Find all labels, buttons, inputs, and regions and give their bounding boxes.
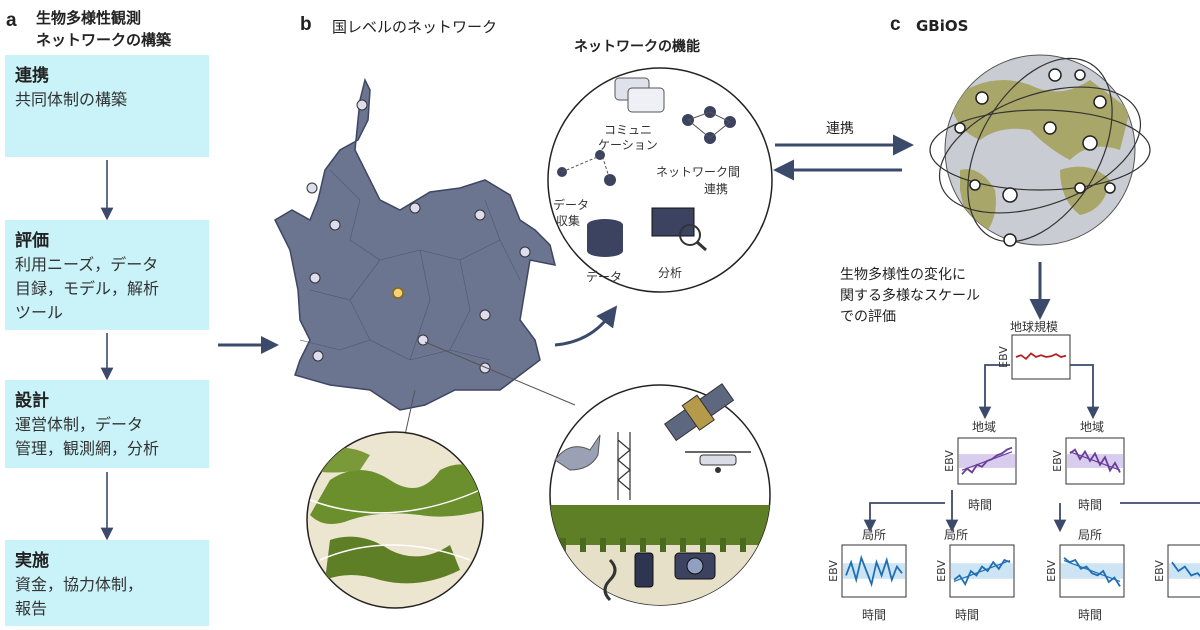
analysis-monitor-icon <box>651 207 707 252</box>
drone-icon <box>685 451 751 473</box>
step-box-collaboration: 連携 共同体制の構築 <box>5 55 209 157</box>
panel-b-letter: b <box>300 14 312 35</box>
panel-a-title-line1: 生物多様性観測 <box>36 9 142 27</box>
communication-label-line1: コミュニ <box>604 123 653 137</box>
desc-line: での評価 <box>840 309 896 325</box>
panel-a-title-line2: ネットワークの構築 <box>36 31 172 49</box>
landscape-circle <box>306 431 484 609</box>
province-borders <box>299 169 521 361</box>
speech-bubbles-icon <box>614 77 665 113</box>
step-body-line: 目録，モデル，解析 <box>15 279 160 298</box>
panel-a-arrows <box>100 160 279 541</box>
database-icon <box>587 219 623 257</box>
link-label: 連携 <box>826 121 854 137</box>
panel-c-letter: c <box>890 14 901 35</box>
dna-icon <box>603 558 617 602</box>
internetwork-label-line2: 連携 <box>704 182 729 196</box>
step-box-implementation: 実施 資金，協力体制， 報告 <box>5 540 209 626</box>
global-label: 地球規模 <box>1010 320 1059 334</box>
collection-label-line1: データ <box>553 198 590 212</box>
step-title: 評価 <box>15 231 49 251</box>
time-label: 時間 <box>862 608 887 622</box>
panel-b-title: 国レベルのネットワーク <box>332 18 498 36</box>
sensors-circle <box>549 383 771 606</box>
tower-icon <box>617 432 631 500</box>
desc-line: 生物多様性の変化に <box>840 267 966 283</box>
step-title: 設計 <box>15 391 49 411</box>
bird-icon <box>554 434 601 471</box>
step-title: 実施 <box>15 551 49 571</box>
step-title: 連携 <box>15 66 49 86</box>
camera-icon <box>674 552 716 580</box>
step-body-line: 利用ニーズ，データ <box>15 255 159 274</box>
tree-connectors <box>863 364 1200 533</box>
satellite-icon <box>663 383 735 442</box>
station-markers <box>306 99 531 374</box>
time-label: 時間 <box>968 498 993 512</box>
time-label: 時間 <box>1078 498 1103 512</box>
data-label: データ <box>586 270 623 284</box>
focus-station-marker <box>392 287 404 299</box>
arrow-to-functions <box>554 305 618 347</box>
country-map <box>274 77 557 411</box>
desc-line: 関する多様なスケール <box>840 288 980 304</box>
step-body-line: 資金，協力体制， <box>15 575 144 594</box>
location-pins-icon <box>557 150 616 186</box>
local-label-3: 局所 <box>1078 528 1103 542</box>
step-body-line: 共同体制の構築 <box>15 90 128 109</box>
network-people-icon <box>682 106 736 144</box>
functions-title: ネットワークの機能 <box>574 39 700 55</box>
regional-label-2: 地域 <box>1080 420 1105 434</box>
panel-c-title: GBiOS <box>916 17 969 35</box>
national-network-illustration <box>274 67 773 609</box>
globe-icon <box>929 54 1151 247</box>
internetwork-label-line1: ネットワーク間 <box>656 165 741 179</box>
collection-label-line2: 収集 <box>556 214 581 228</box>
regional-label-1: 地域 <box>972 420 997 434</box>
step-body-line: 運営体制，データ <box>15 415 144 434</box>
time-label: 時間 <box>955 608 980 622</box>
time-label: 時間 <box>1078 608 1103 622</box>
analysis-label: 分析 <box>658 266 683 280</box>
panel-a-letter: a <box>6 10 17 31</box>
step-body-line: 報告 <box>15 599 48 618</box>
gbios-illustration <box>773 54 1200 533</box>
step-box-assessment: 評価 利用ニーズ，データ 目録，モデル，解析 ツール <box>5 220 209 330</box>
step-box-design: 設計 運営体制，データ 管理，観測網，分析 <box>5 380 209 468</box>
functions-circle <box>547 67 773 293</box>
step-body-line: 管理，観測網，分析 <box>15 439 160 458</box>
step-body-line: ツール <box>15 303 64 322</box>
phone-icon <box>634 552 654 588</box>
communication-label-line2: ケーション <box>598 138 658 152</box>
